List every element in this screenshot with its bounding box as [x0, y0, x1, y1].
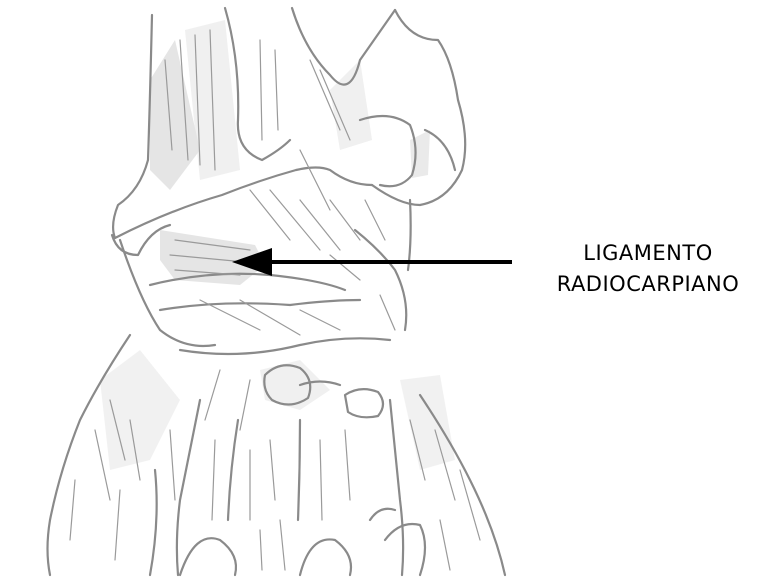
label-line-2: RADIOCARPIANO: [528, 269, 768, 300]
annotation-label: LIGAMENTO RADIOCARPIANO: [528, 238, 768, 300]
hatching-strokes: [70, 30, 480, 570]
label-line-1: LIGAMENTO: [528, 238, 768, 269]
pointer-arrow: [232, 248, 512, 276]
